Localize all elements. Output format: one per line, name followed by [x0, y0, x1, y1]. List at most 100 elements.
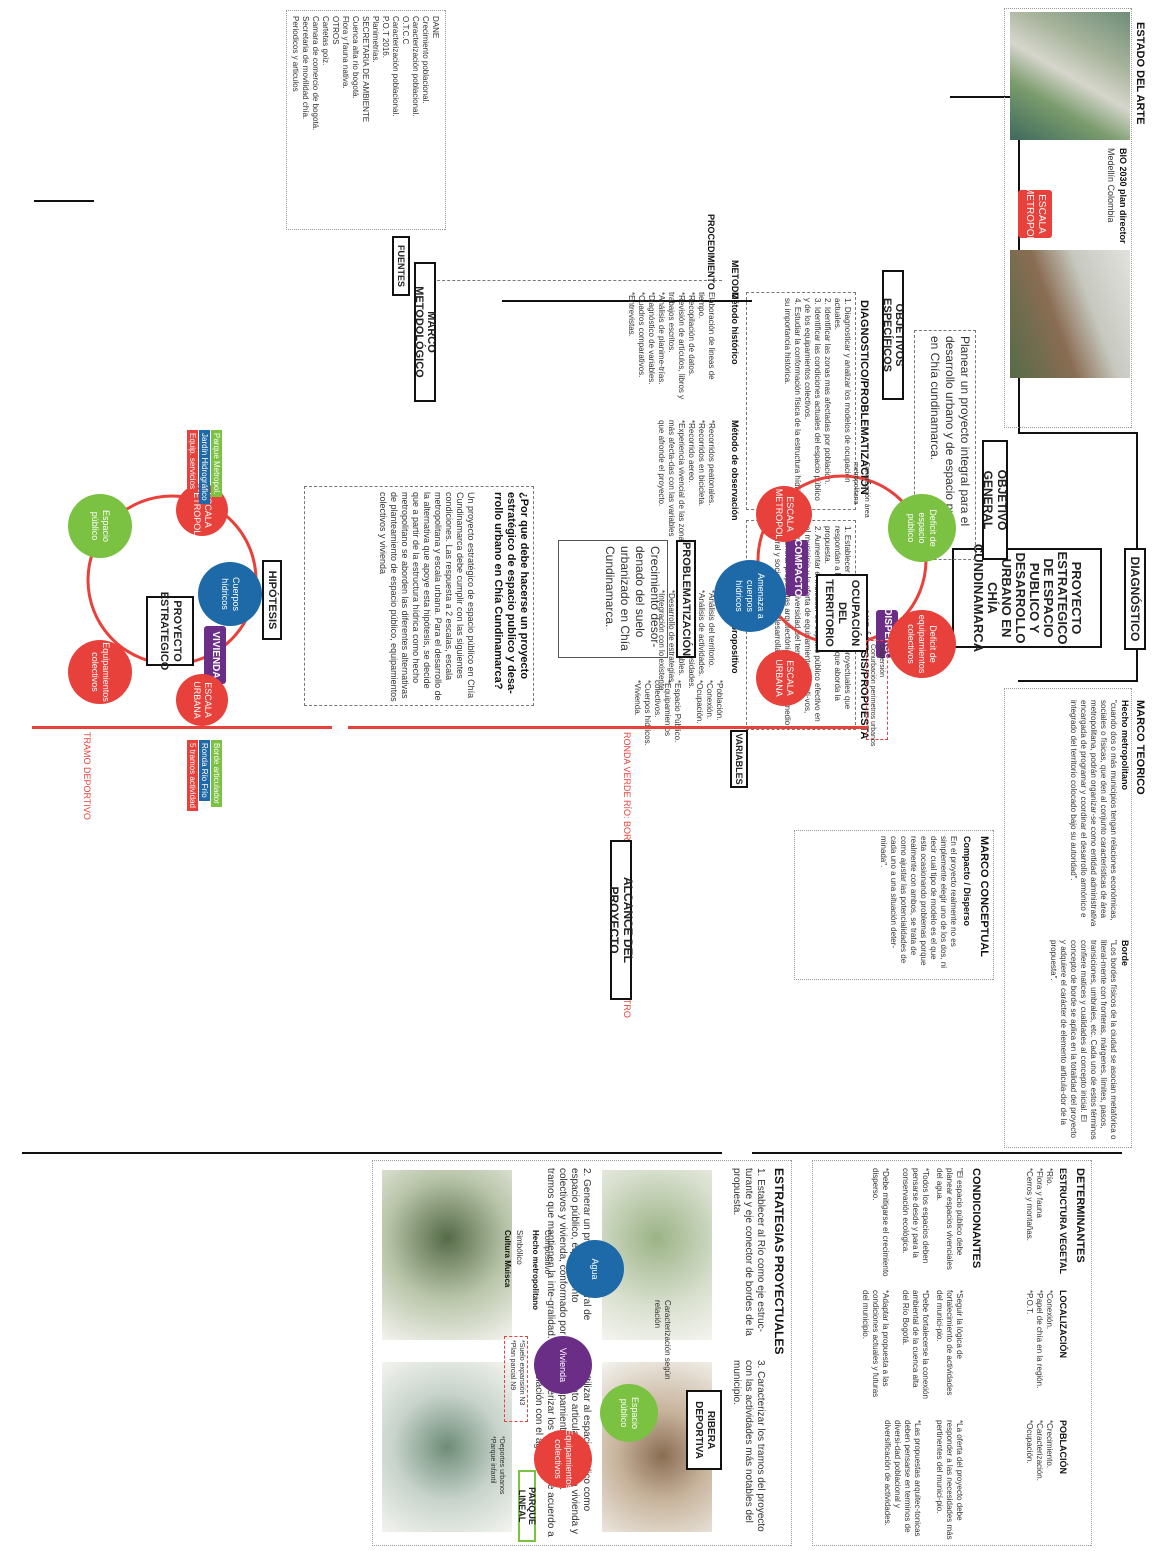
note-conurbacion: Conurbación área metropolitana: [852, 462, 870, 518]
marco-metodologico-title: MARCO METODOLÓGICO: [413, 262, 437, 402]
legend-item: Jardín Hidrográfico: [199, 430, 210, 504]
variables-label: VARIABLES: [734, 733, 744, 785]
tramo-line: [32, 726, 332, 729]
note-suelo-text: *Suelo expansión N3 *Plan parcial N9: [509, 1340, 525, 1406]
estrategico-center-label: PROYECTO ESTRATEGICO: [158, 591, 183, 671]
alcance-label: ALCANCE DEL PROYECTO: [607, 877, 635, 963]
circle-escala-metropol: ESCALA METROPOL: [756, 486, 812, 542]
circle-escala-urbana: ESCALA URBANA: [756, 650, 812, 706]
alcance-hecho: Hecho metropolitano: [531, 1230, 540, 1311]
condicionante-4: *Seguir la lógica de fortalecimiento de …: [935, 1290, 964, 1396]
scale-tag: ESCALA METROPOL: [1018, 186, 1052, 242]
pregunta-q: ¿Por que debe hacerse un proyecto estrat…: [492, 492, 530, 694]
fuentes-label: FUENTES: [396, 244, 406, 287]
ribera-title: RIBERA DEPORTIVA: [686, 1390, 722, 1470]
ribera-label: RIBERA DEPORTIVA: [693, 1401, 716, 1459]
condicionante-2: *Todos los espacios deben pensarse desde…: [901, 1168, 930, 1264]
determinante-poblacion: POBLACIÓN: [1058, 1420, 1068, 1474]
ocupacion-center-label: OCUPACIÓN DEL TERRITORIO: [823, 579, 862, 647]
determinantes-title: DETERMINANTES: [1074, 1168, 1086, 1263]
circle-equip: Equipamientos colectivos: [534, 1429, 592, 1489]
estrategias-title: ESTRATEGIAS PROYECTUALES: [772, 1168, 786, 1355]
circle-deficit-espacio: Deficit de espacio público: [888, 494, 956, 562]
connector-line: [1018, 432, 1138, 434]
determinante-localizacion-text: *Conexión. *Papel de chía en la región. …: [1025, 1290, 1054, 1389]
circle-amenaza-hidricos: Amenaza a cuerpos hídricos: [714, 560, 786, 632]
connector-line: [34, 200, 94, 202]
borde-title: Borde: [1120, 940, 1130, 967]
circle-agua: Agua: [566, 1240, 624, 1298]
condicionante-8: *Las propuestas arquitec-tonicas deben p…: [883, 1420, 922, 1537]
condicionante-3: *Debe mitigarse el crecimiento disperso.: [871, 1168, 890, 1277]
fuentes-title: FUENTES: [392, 236, 410, 296]
pregunta-a: Un proyecto estratégico de espacio públi…: [378, 492, 476, 702]
circle-equipamientos: Equipamientos colectivos: [68, 640, 132, 704]
connector-line: [1136, 432, 1138, 552]
procedimiento-col2: *Recorridos peatonales. *Recorridos en b…: [657, 420, 716, 545]
estrategico-center: PROYECTO ESTRATEGICO: [146, 592, 194, 670]
problema-text: Crecimiento desor-denado del suelo urban…: [603, 546, 662, 651]
determinante-estructura: ESTRUCTURA VEGETAL: [1058, 1168, 1068, 1275]
conceptual-text: En el proyecto realmente no es simplemen…: [879, 836, 958, 969]
circle-espacio: Espacio público: [600, 1384, 658, 1442]
variables-col2: *Espacio Público. *Equipamientos colecti…: [633, 680, 682, 746]
objetivos-especificos-title: OBJETIVOS ESPECÍFICOS: [881, 270, 905, 400]
problematizacion-label: PROBLEMATIZACIÓN: [680, 541, 692, 657]
circle-cuerpos-hidricos: Cuerpos hídricos: [198, 562, 262, 626]
dashed-divider: [422, 280, 722, 281]
circle-escala-urbana-2: ESCALA URBANA: [176, 674, 228, 726]
procedimiento-col1: Elaboración de lineas de tiempo. *Recopi…: [627, 292, 716, 400]
ronda-line: [348, 726, 868, 729]
determinante-estructura-text: *Río. *Flora y fauna *Cerros y montañas.: [1025, 1168, 1054, 1241]
legend-item: Ronda Río Frío: [199, 740, 210, 801]
problematizacion-title: PROBLEMATIZACIÓN: [676, 540, 696, 658]
diagnostico-label: DIAGNÓSTICO: [1128, 556, 1142, 642]
objetivos-especificos-label: OBJETIVOS ESPECÍFICOS: [881, 298, 905, 372]
alcance-compositivo: Compositivo: [543, 1230, 552, 1275]
diagnostico-header: DIAGNÓSTICO: [1124, 548, 1146, 650]
hecho-title: Hecho metropolitano: [1120, 700, 1130, 791]
legend-item: Equip. servicios: [187, 430, 198, 493]
connector-line: [22, 1152, 722, 1154]
alcance-simbolico: Simbólico: [515, 1230, 524, 1265]
hecho-text: "cuando dos o más municipios tengan rela…: [1069, 700, 1118, 927]
photo-parque-botanico: [1010, 250, 1130, 378]
connector-line: [1018, 680, 1138, 682]
project-title-text: PROYECTO ESTRATEGICO DE ESPACIO PUBLICO …: [971, 543, 1084, 653]
circle-espacio-publico: Espacio público: [68, 494, 132, 558]
determinante-poblacion-text: *Crecimiento. *Caracterización. *Ocupaci…: [1025, 1420, 1054, 1481]
compacto-tag: COMPACTO: [786, 539, 808, 597]
variables-col1: *Población. *Conexión. *Ocupación.: [695, 680, 724, 724]
alcance-cultura: Cultura Muisca: [503, 1230, 512, 1288]
ocupacion-center: OCUPACIÓN DEL TERRITORIO: [816, 574, 868, 652]
circle-deficit-equipamientos: Deficit de equipamientos colectivos: [888, 610, 956, 678]
procedimiento-label: PROCEDIMIENTO: [706, 214, 716, 290]
alcance-title: ALCANCE DEL PROYECTO: [607, 840, 635, 1000]
arte-item-name: BIO 2030 plan director: [1118, 148, 1128, 244]
legend-item: Borde articulador: [211, 740, 222, 807]
variables-title: VARIABLES: [730, 730, 748, 788]
metodo-observacion: Método de observación: [730, 420, 740, 521]
project-title: PROYECTO ESTRATEGICO DE ESPACIO PUBLICO …: [952, 544, 1102, 652]
marco-teorico-title: MARCO TEORICO: [1134, 700, 1146, 795]
marco-metodologico-label: MARCO METODOLÓGICO: [413, 286, 437, 378]
estrategia-1: 1. Establecer al Río como eje estruc-tur…: [731, 1168, 766, 1336]
marco-conceptual-title: MARCO CONCEPTUAL: [978, 836, 990, 957]
parque-title: PARQUE LINEAL: [517, 1470, 537, 1542]
fuentes-list: DANE Crecimiento poblacional. Caracteriz…: [291, 16, 440, 131]
objetivo-general-title: OBJETIVO GENERAL: [981, 440, 1009, 560]
condicionante-1: "El espacio público debe planear espacio…: [935, 1168, 964, 1270]
condicionante-7: *La oferta del proyecto debe responder a…: [935, 1420, 964, 1540]
parque-label: PARQUE LINEAL: [517, 1487, 537, 1525]
objetivo-general-label: OBJETIVO GENERAL: [981, 469, 1009, 531]
note-dispersion-text: Dispersión Conurbación perímetros urbano…: [869, 644, 885, 747]
arte-item-place: Medellín Colombia: [1106, 148, 1116, 223]
conceptual-sub: Compacto / Disperso: [962, 836, 972, 927]
tramo-label: TRAMO DEPORTIVO: [82, 732, 92, 820]
condicionantes-title: CONDICIONANTES: [970, 1168, 982, 1269]
legend-item: Parque Metropol.: [211, 430, 222, 498]
estrategia-3: 3. Caracterizar los tramos del proyecto …: [731, 1360, 766, 1532]
estado-arte-title: ESTADO DEL ARTE: [1134, 22, 1146, 125]
determinante-localizacion: LOCALIZACIÓN: [1058, 1290, 1068, 1358]
legend-item: 5 tramos actividad: [187, 740, 198, 811]
